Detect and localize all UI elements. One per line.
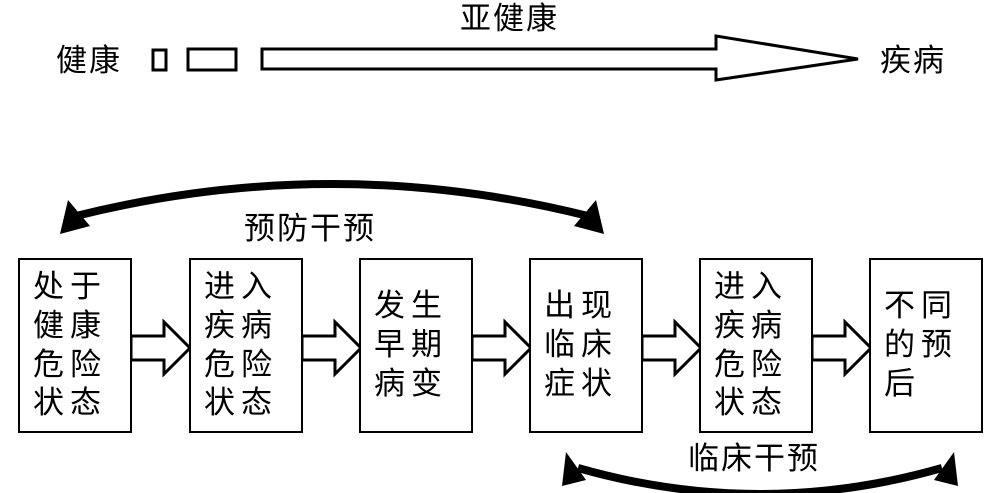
clinical-arrowhead-left — [562, 452, 586, 486]
small-square-2 — [186, 47, 238, 72]
prevention-curve — [75, 180, 589, 220]
stage-box-clinical-symptoms: 出现临床症状 — [529, 258, 643, 433]
subhealth-label: 亚健康 — [460, 1, 559, 37]
flow-arrow-5 — [810, 318, 874, 378]
flow-arrow-1 — [129, 318, 193, 378]
stage-box-early-lesion: 发生早期病变 — [359, 258, 473, 433]
stage-box-disease-risk: 进入疾病危险状态 — [189, 258, 303, 433]
stage-label: 进入疾病危险状态 — [714, 269, 788, 422]
stage-label: 不同的预后 — [884, 288, 958, 402]
flow-arrow-4 — [640, 318, 704, 378]
stage-label: 处于健康危险状态 — [33, 269, 107, 422]
prevention-intervention-label: 预防干预 — [244, 211, 376, 247]
stage-label: 出现临床症状 — [544, 288, 618, 402]
stage-label: 进入疾病危险状态 — [204, 269, 278, 422]
clinical-arrowhead-right — [934, 452, 958, 486]
disease-label: 疾病 — [880, 43, 946, 79]
stage-label: 发生早期病变 — [374, 288, 448, 402]
clinical-intervention-label: 临床干预 — [688, 441, 820, 477]
small-square-1 — [151, 48, 168, 72]
stage-box-different-prognosis: 不同的预后 — [869, 258, 983, 433]
stage-box-disease-risk-2: 进入疾病危险状态 — [699, 258, 813, 433]
flow-arrow-3 — [470, 318, 534, 378]
flow-arrow-2 — [300, 318, 364, 378]
spectrum-arrow — [260, 34, 859, 82]
prevention-arrowhead-right — [574, 200, 604, 234]
prevention-arrowhead-left — [60, 200, 90, 234]
stage-box-healthy-risk: 处于健康危险状态 — [18, 258, 132, 433]
health-label: 健康 — [56, 43, 122, 79]
clinical-curve — [576, 464, 944, 493]
